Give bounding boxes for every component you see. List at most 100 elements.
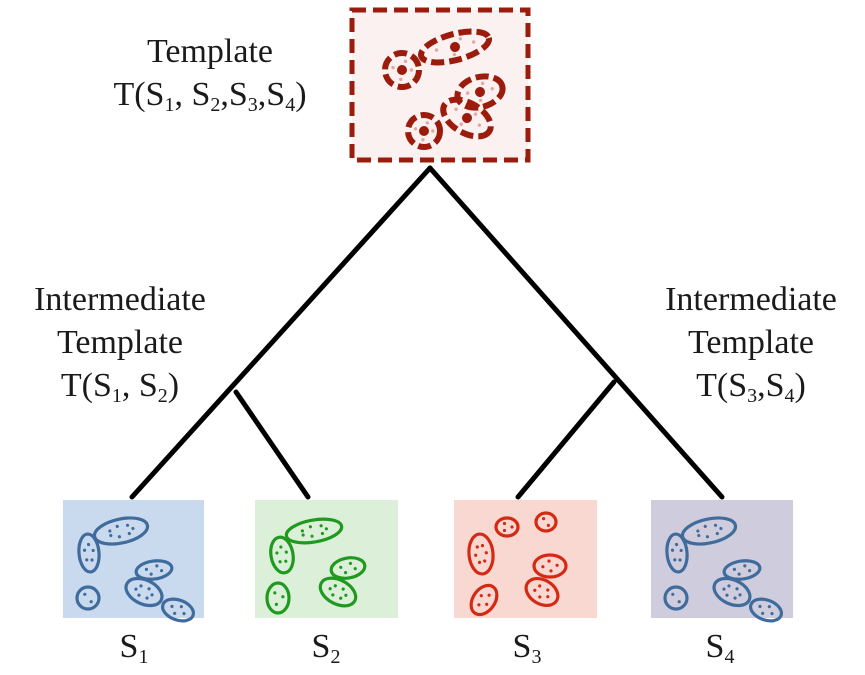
cluster-point [738, 593, 742, 597]
leaf-box-s1 [63, 500, 204, 623]
cluster-ellipse [532, 553, 568, 579]
leaf-label-index: 3 [531, 646, 542, 668]
intermediate-right-formula: T(S3,S4) [637, 364, 865, 407]
cluster-point [173, 611, 177, 615]
root-cluster [405, 112, 443, 150]
cluster-point [182, 611, 186, 616]
cluster-ellipse [124, 576, 164, 608]
leaf-boxes [63, 500, 793, 623]
cluster-point [348, 561, 353, 566]
cluster-point [109, 533, 113, 538]
cluster-point [538, 595, 542, 599]
cluster-outline [318, 576, 358, 608]
cluster-point [475, 545, 479, 549]
cluster-outline [534, 511, 558, 533]
intermediate-formula-0-suffix: ) [167, 367, 180, 404]
cluster-point [284, 559, 288, 563]
intermediate-formula-0-prefix: T( [60, 367, 93, 404]
cluster-point [727, 584, 731, 588]
root-cluster-point [409, 68, 414, 72]
cluster-point [310, 534, 314, 538]
root-cluster-outline [440, 96, 494, 140]
cluster-ellipse [722, 559, 762, 581]
root-cluster-point [421, 138, 425, 142]
cluster-point [170, 604, 174, 609]
cluster-point [743, 564, 747, 568]
cluster-point [179, 605, 183, 609]
cluster-point [139, 584, 143, 588]
cluster-outline [269, 535, 295, 575]
intermediate-formula-1-prefix: T( [696, 367, 729, 404]
root-formula-arg-2: S2 [191, 76, 221, 116]
leaf-label-s2: S2 [311, 628, 341, 668]
cluster-point [477, 560, 482, 564]
cluster-ellipse [469, 583, 499, 617]
cluster-point [670, 548, 675, 552]
cluster-point [82, 548, 87, 552]
cluster-outline [467, 532, 495, 576]
cluster-point [502, 521, 507, 526]
cluster-point [353, 567, 357, 571]
cluster-point [308, 525, 313, 529]
cluster-point [341, 587, 345, 591]
cluster-point [117, 535, 122, 539]
cluster-outline [532, 553, 568, 579]
leaf-label-s1: S1 [119, 628, 149, 668]
root-cluster-point [480, 81, 485, 86]
leaf-label-index: 2 [330, 646, 341, 668]
cluster-point [696, 529, 700, 533]
cluster-ellipse [75, 585, 101, 611]
cluster-point [91, 548, 95, 553]
root-cluster-point [490, 87, 494, 91]
cluster-point [273, 591, 277, 595]
cluster-point [125, 523, 130, 527]
root-cluster-center [450, 42, 460, 52]
cluster-point [547, 559, 551, 563]
cluster-point [733, 596, 737, 600]
leaf-box-s3 [454, 500, 597, 618]
cluster-ellipse [494, 516, 520, 538]
cluster-point [115, 524, 119, 528]
cluster-point [502, 528, 507, 533]
cluster-outline [75, 585, 101, 611]
root-cluster [382, 50, 422, 90]
root-formula-separator: , [174, 76, 192, 113]
edge-int-right-s3 [515, 379, 617, 500]
root-cluster-outline [382, 50, 422, 90]
root-cluster-center [397, 65, 407, 75]
intermediate-left-line2: Template [56, 324, 183, 361]
intermediate-formula-0-separator: , [121, 367, 139, 404]
cluster-point [671, 592, 675, 596]
root-formula-prefix: T( [113, 76, 146, 113]
cluster-point [541, 565, 545, 569]
root-formula-suffix: ) [295, 76, 307, 113]
cluster-point [331, 593, 335, 597]
cluster-point [339, 565, 343, 569]
cluster-point [555, 563, 559, 567]
cluster-point [770, 611, 774, 616]
cluster-point [761, 611, 765, 615]
cluster-point [673, 558, 677, 562]
cluster-point [480, 544, 485, 548]
cluster-point [703, 524, 707, 528]
cluster-point [549, 569, 553, 573]
cluster-point [300, 529, 305, 533]
cluster-point [546, 595, 550, 599]
cluster-point [144, 567, 149, 571]
cluster-outline [329, 556, 367, 580]
cluster-point [324, 527, 329, 531]
cluster-point [546, 523, 550, 527]
cluster-ellipse [467, 532, 495, 576]
cluster-point [284, 550, 288, 554]
cluster-ellipse [160, 597, 196, 623]
cluster-outline [124, 576, 164, 608]
cluster-point [737, 572, 741, 576]
root-formula-arg-1: S1 [145, 76, 175, 116]
tree-edges [129, 165, 725, 500]
intermediate-formula-1-suffix: ) [794, 367, 806, 404]
root-template-box [349, 7, 531, 163]
cluster-point [131, 526, 135, 531]
cluster-point [147, 587, 151, 591]
cluster-point [677, 600, 681, 604]
